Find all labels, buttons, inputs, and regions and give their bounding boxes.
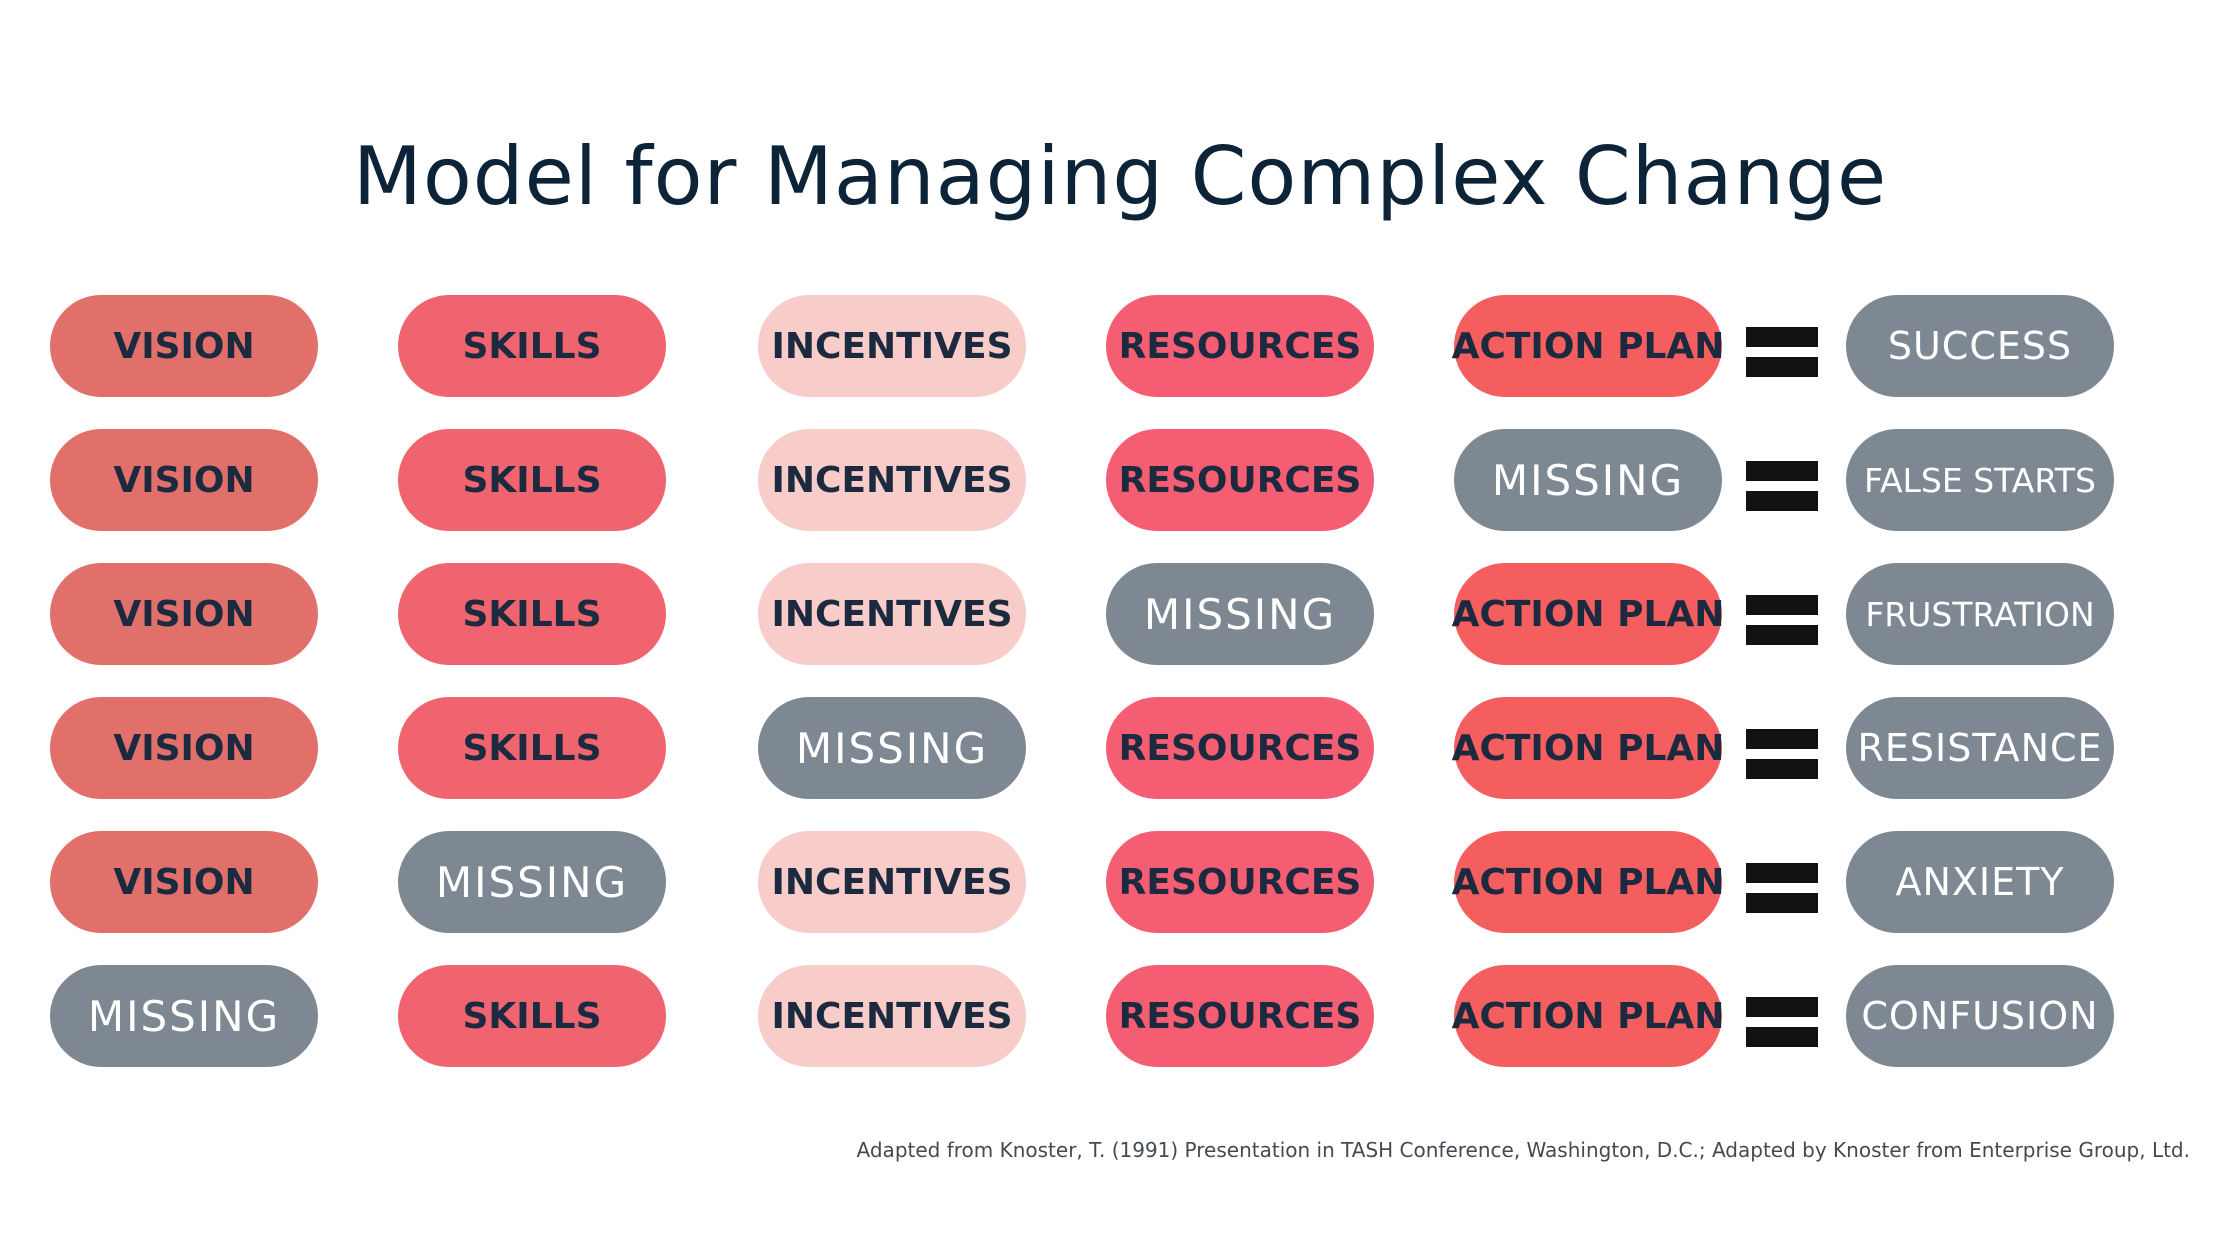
missing-vision-pill: MISSING xyxy=(50,965,318,1067)
resources-pill: RESOURCES xyxy=(1106,295,1374,397)
diagram-row: MISSING SKILLS INCENTIVES RESOURCES ACTION P… xyxy=(0,965,2240,1067)
equals-icon xyxy=(1746,595,1818,645)
outcome-pill: ANXIETY xyxy=(1846,831,2114,933)
missing-resources-pill: MISSING xyxy=(1106,563,1374,665)
incentives-pill: INCENTIVES xyxy=(758,563,1026,665)
vision-pill: VISION xyxy=(50,295,318,397)
diagram-row: VISION SKILLS INCENTIVES RESOURCES MISSING FA… xyxy=(0,429,2240,531)
vision-pill: VISION xyxy=(50,429,318,531)
outcome-pill: RESISTANCE xyxy=(1846,697,2114,799)
resources-pill: RESOURCES xyxy=(1106,965,1374,1067)
diagram-row: VISION MISSING INCENTIVES RESOURCES ACTION P… xyxy=(0,831,2240,933)
incentives-pill: INCENTIVES xyxy=(758,965,1026,1067)
action-plan-pill: ACTION PLAN xyxy=(1452,697,1724,799)
vision-pill: VISION xyxy=(50,831,318,933)
diagram-row: VISION SKILLS INCENTIVES MISSING ACTION PLAN… xyxy=(0,563,2240,665)
outcome-pill: FRUSTRATION xyxy=(1846,563,2114,665)
equals-icon xyxy=(1746,327,1818,377)
diagram-row: VISION SKILLS INCENTIVES RESOURCES ACTION PL… xyxy=(0,295,2240,397)
missing-incentives-pill: MISSING xyxy=(758,697,1026,799)
outcome-pill: FALSE STARTS xyxy=(1846,429,2114,531)
skills-pill: SKILLS xyxy=(398,697,666,799)
action-plan-pill: ACTION PLAN xyxy=(1452,831,1724,933)
skills-pill: SKILLS xyxy=(398,429,666,531)
vision-pill: VISION xyxy=(50,563,318,665)
diagram-row: VISION SKILLS MISSING RESOURCES ACTION PLAN R… xyxy=(0,697,2240,799)
action-plan-pill: ACTION PLAN xyxy=(1452,563,1724,665)
outcome-pill: CONFUSION xyxy=(1846,965,2114,1067)
resources-pill: RESOURCES xyxy=(1106,831,1374,933)
page-title: Model for Managing Complex Change xyxy=(352,130,1888,223)
equals-icon xyxy=(1746,997,1818,1047)
incentives-pill: INCENTIVES xyxy=(758,831,1026,933)
missing-action-plan-pill: MISSING xyxy=(1454,429,1722,531)
missing-skills-pill: MISSING xyxy=(398,831,666,933)
resources-pill: RESOURCES xyxy=(1106,429,1374,531)
action-plan-pill: ACTION PLAN xyxy=(1452,295,1724,397)
skills-pill: SKILLS xyxy=(398,563,666,665)
incentives-pill: INCENTIVES xyxy=(758,295,1026,397)
skills-pill: SKILLS xyxy=(398,295,666,397)
equals-icon xyxy=(1746,863,1818,913)
skills-pill: SKILLS xyxy=(398,965,666,1067)
equals-icon xyxy=(1746,729,1818,779)
action-plan-pill: ACTION PLAN xyxy=(1452,965,1724,1067)
equals-icon xyxy=(1746,461,1818,511)
citation: Adapted from Knoster, T. (1991) Presenta… xyxy=(856,1138,2190,1162)
incentives-pill: INCENTIVES xyxy=(758,429,1026,531)
vision-pill: VISION xyxy=(50,697,318,799)
outcome-pill: SUCCESS xyxy=(1846,295,2114,397)
resources-pill: RESOURCES xyxy=(1106,697,1374,799)
